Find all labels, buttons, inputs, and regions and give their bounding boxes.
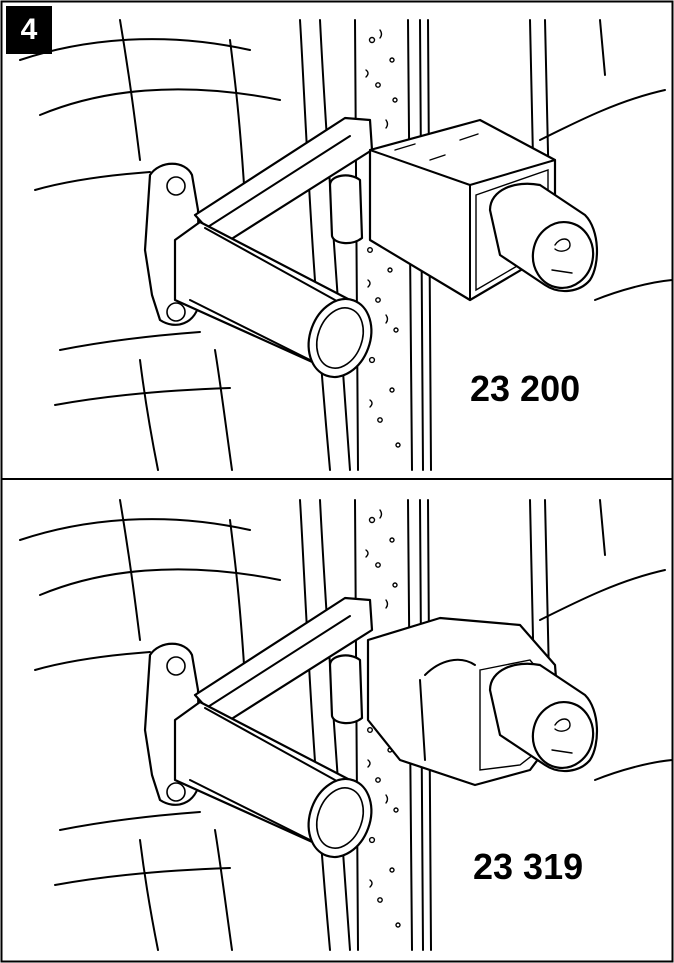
model-number-bottom: 23 319 (473, 846, 584, 887)
panel-23200-drawing (19, 19, 673, 471)
model-number-top: 23 200 (470, 368, 581, 409)
step-number-badge: 4 (6, 6, 52, 54)
panel-23319-drawing (19, 499, 673, 951)
